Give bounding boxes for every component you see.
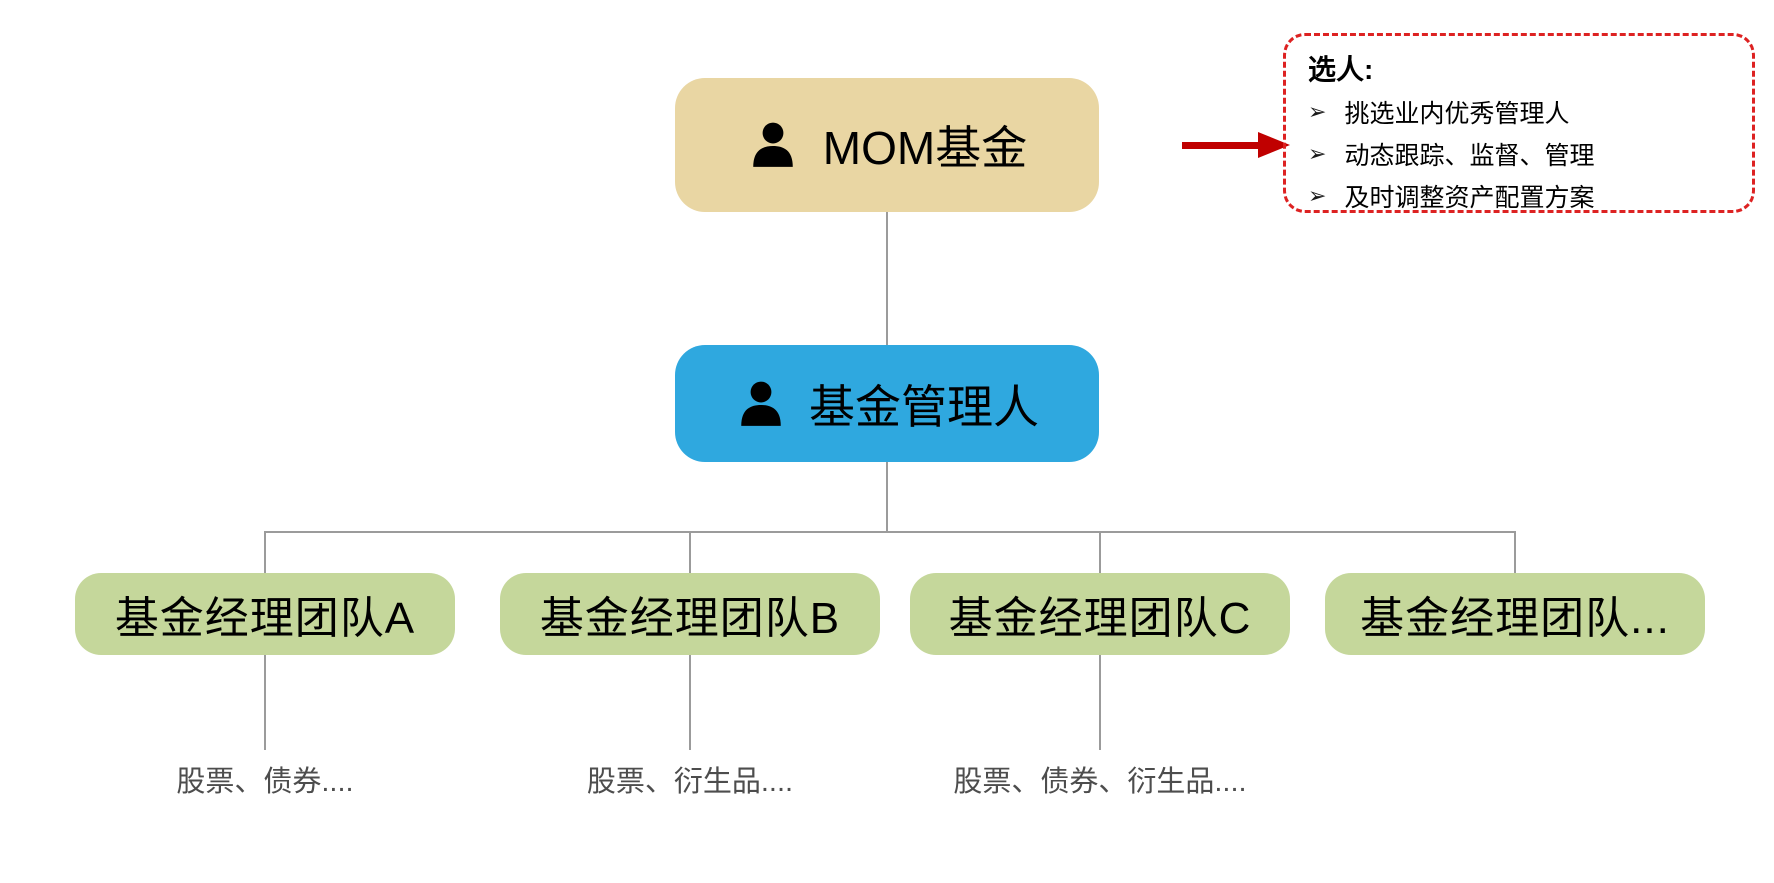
node-team-b-label: 基金经理团队B bbox=[539, 594, 841, 643]
selection-callout: 选人: ➢ 挑选业内优秀管理人 ➢ 动态跟踪、监督、管理 ➢ 及时调整资产配置方… bbox=[1283, 33, 1755, 213]
connector-sub-team-a bbox=[264, 655, 266, 750]
arrowhead-bullet-icon: ➢ bbox=[1308, 99, 1327, 124]
connector-drop-team-a bbox=[264, 531, 266, 573]
team-a-assets-label: 股票、债券.... bbox=[176, 766, 354, 798]
node-fund-manager-label: 基金管理人 bbox=[809, 380, 1039, 433]
callout-bullet: ➢ 动态跟踪、监督、管理 bbox=[1308, 136, 1738, 172]
arrowhead-bullet-icon: ➢ bbox=[1308, 141, 1327, 166]
team-b-assets-label: 股票、衍生品.... bbox=[586, 766, 794, 798]
node-team-c: 基金经理团队C bbox=[910, 573, 1290, 655]
person-icon bbox=[735, 378, 787, 430]
node-team-b: 基金经理团队B bbox=[500, 573, 880, 655]
connector-drop-team-b bbox=[689, 531, 691, 573]
team-c-assets-label: 股票、债券、衍生品.... bbox=[953, 766, 1247, 798]
callout-bullet-text: 挑选业内优秀管理人 bbox=[1344, 100, 1570, 128]
node-mom-fund-label: MOM基金 bbox=[822, 122, 1028, 174]
node-fund-manager: 基金管理人 bbox=[675, 345, 1099, 462]
connector-sub-team-c bbox=[1099, 655, 1101, 750]
connector-drop-team-d bbox=[1514, 531, 1516, 573]
person-icon bbox=[747, 119, 799, 171]
connector-rail bbox=[264, 531, 1515, 533]
callout-bullet: ➢ 挑选业内优秀管理人 bbox=[1308, 94, 1738, 130]
node-team-a-label: 基金经理团队A bbox=[114, 594, 416, 643]
callout-title: 选人: bbox=[1308, 54, 1374, 85]
connector-root-manager bbox=[886, 212, 888, 345]
node-team-etc-label: 基金经理团队... bbox=[1360, 594, 1670, 643]
callout-bullet-text: 及时调整资产配置方案 bbox=[1344, 184, 1595, 212]
connector-drop-team-c bbox=[1099, 531, 1101, 573]
node-team-c-label: 基金经理团队C bbox=[948, 594, 1252, 643]
node-team-etc: 基金经理团队... bbox=[1325, 573, 1705, 655]
node-team-a: 基金经理团队A bbox=[75, 573, 455, 655]
callout-bullet: ➢ 及时调整资产配置方案 bbox=[1308, 178, 1738, 214]
arrowhead-bullet-icon: ➢ bbox=[1308, 183, 1327, 208]
connector-manager-rail bbox=[886, 462, 888, 531]
connector-sub-team-b bbox=[689, 655, 691, 750]
node-mom-fund: MOM基金 bbox=[675, 78, 1099, 212]
arrow-line bbox=[1182, 142, 1262, 149]
callout-bullet-text: 动态跟踪、监督、管理 bbox=[1344, 142, 1595, 170]
